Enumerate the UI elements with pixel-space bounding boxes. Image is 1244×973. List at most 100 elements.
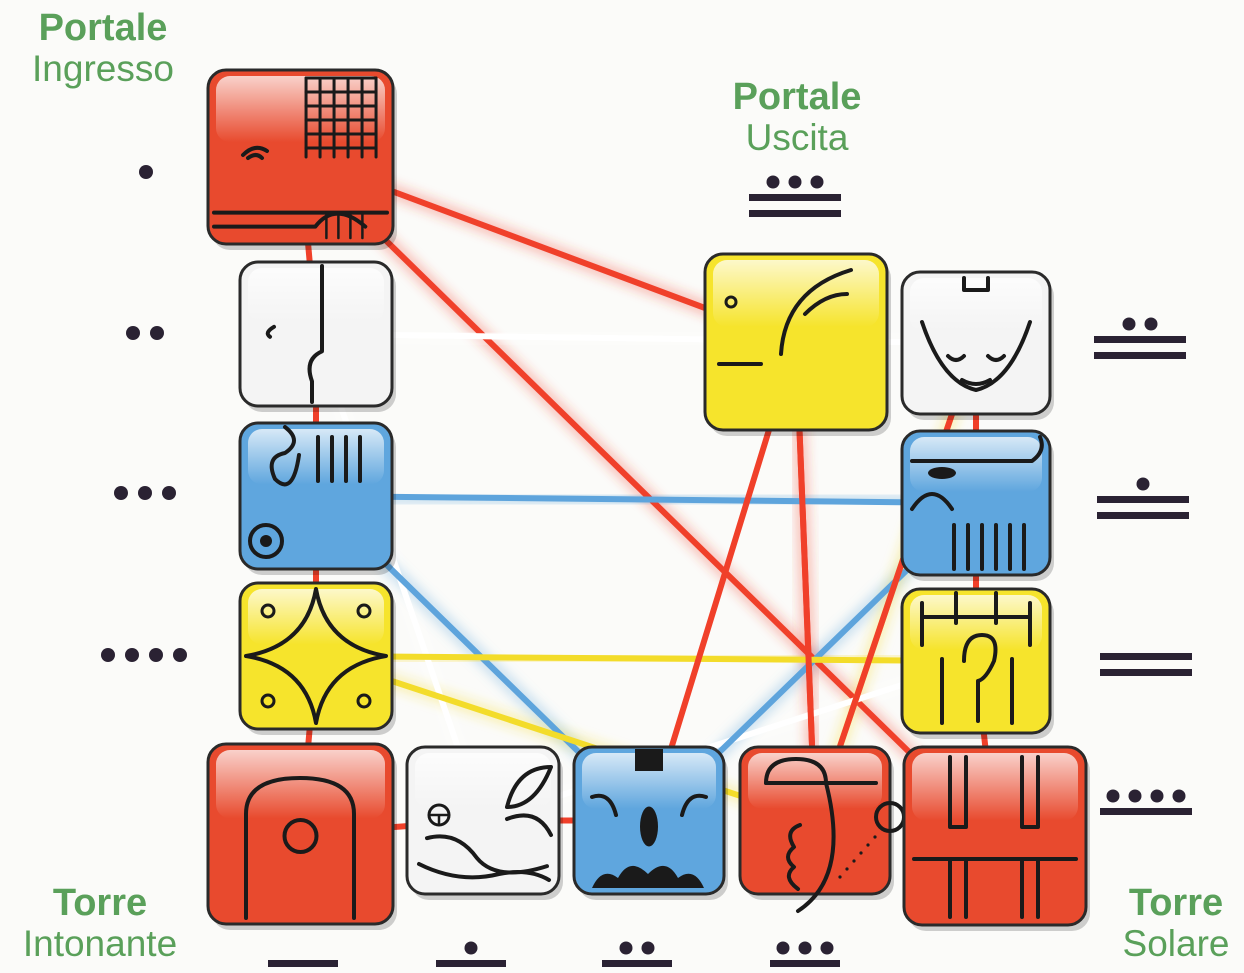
glyph-stroke: [282, 818, 319, 854]
glyph-dot: [260, 535, 272, 547]
label-solar-tower: Torre Solare: [1098, 882, 1244, 965]
numeral-dot: [1106, 789, 1120, 803]
glyph-stroke: [241, 145, 269, 160]
numeral-bar: [770, 960, 840, 967]
numeral-dot: [1136, 477, 1150, 491]
glyph-stroke: [260, 603, 276, 619]
glyph-stroke: [356, 603, 372, 619]
glyph-stroke: [940, 657, 1014, 725]
numeral-dot: [788, 175, 802, 189]
glyph-block: [635, 749, 663, 771]
numeral-10: [1100, 653, 1192, 676]
numeral-dot: [1128, 789, 1142, 803]
connection-line: [313, 653, 818, 824]
glyph-stroke: [212, 211, 368, 229]
portal-exit-subtitle: Uscita: [745, 117, 849, 159]
numeral-dot: [820, 941, 834, 955]
numeral-1: [139, 165, 153, 179]
tile-sheen: [248, 268, 384, 323]
tile-sheen: [748, 753, 882, 809]
glyph-dot: [866, 843, 870, 847]
numeral-dot: [776, 941, 790, 955]
numeral-bar: [436, 960, 506, 967]
numeral-12: [1094, 317, 1186, 359]
glyph-stroke: [244, 587, 388, 725]
numeral-11: [1097, 477, 1189, 519]
glyph-stroke: [764, 757, 836, 913]
tile-sheen: [248, 589, 384, 645]
glyph-dot: [838, 875, 842, 879]
tile-white-worldbridger: [405, 745, 563, 900]
glyph-block: [592, 865, 704, 888]
numeral-9: [1100, 789, 1192, 815]
numeral-4: [101, 648, 187, 662]
glyph-stroke: [417, 862, 551, 882]
tile-sheen: [216, 750, 385, 819]
tile-red-skywalker: [902, 745, 1090, 931]
numeral-dot: [138, 486, 152, 500]
glyph-stroke: [724, 295, 738, 309]
numeral-dot: [139, 165, 153, 179]
numeral-bar: [1100, 669, 1192, 676]
connection-line: [297, 154, 998, 839]
tile-yellow-star: [703, 252, 891, 436]
glyph-stroke: [779, 268, 853, 356]
tile-blue-monkey: [900, 429, 1054, 581]
tile-white-wind: [238, 260, 396, 412]
numeral-dot: [464, 941, 478, 955]
glyph-stroke: [786, 823, 802, 891]
label-portal-entry: Portale Ingresso: [18, 7, 188, 90]
numeral-dot: [798, 941, 812, 955]
tile-sheen: [582, 753, 716, 809]
solar-tower-title: Torre: [1128, 882, 1224, 924]
tile-red-moon: [738, 745, 906, 913]
numeral-dot: [810, 175, 824, 189]
glyph-dot: [859, 851, 863, 855]
numeral-6: [436, 941, 506, 967]
numeral-dot: [1172, 789, 1186, 803]
glyph-stroke: [244, 776, 356, 920]
numeral-3: [114, 486, 176, 500]
numeral-7: [602, 941, 672, 967]
solar-tower-subtitle: Solare: [1122, 923, 1230, 965]
tile-yellow-human: [900, 587, 1054, 739]
numeral-13: [749, 175, 841, 217]
numeral-bar: [1097, 496, 1189, 503]
numeral-bar: [1094, 336, 1186, 343]
portal-exit-title: Portale: [732, 76, 862, 118]
numeral-bar: [268, 960, 338, 967]
glyph-block: [928, 467, 956, 479]
numeral-dot: [1150, 789, 1164, 803]
numeral-dot: [173, 648, 187, 662]
tile-sheen: [910, 595, 1042, 650]
glyph-stroke: [590, 793, 708, 817]
numeral-dot: [114, 486, 128, 500]
portal-entry-title: Portale: [38, 7, 168, 49]
glyph-stroke: [962, 633, 998, 723]
tile-blue-hand: [572, 745, 728, 900]
numeral-bar: [602, 960, 672, 967]
numeral-bar: [749, 194, 841, 201]
thundering-tower-subtitle: Intonante: [22, 923, 178, 965]
glyph-dot: [852, 859, 856, 863]
numeral-dot: [1144, 317, 1158, 331]
glyph-stroke: [269, 425, 301, 487]
tile-yellow-seed: [238, 581, 396, 735]
tile-sheen: [415, 753, 551, 809]
numeral-dot: [101, 648, 115, 662]
numeral-bar: [1100, 653, 1192, 660]
portal-entry-subtitle: Ingresso: [32, 48, 174, 90]
glyph-stroke: [948, 857, 1040, 919]
tile-sheen: [910, 437, 1042, 492]
tile-sheen: [713, 260, 879, 327]
numeral-dot: [641, 941, 655, 955]
tile-red-dragon: [206, 68, 397, 250]
tile-sheen: [912, 753, 1078, 821]
numeral-dot: [766, 175, 780, 189]
tile-red-serpent: [206, 742, 397, 930]
numeral-bar: [749, 210, 841, 217]
label-portal-exit: Portale Uscita: [712, 76, 882, 159]
numeral-dot: [1122, 317, 1136, 331]
glyph-dot: [873, 835, 877, 839]
